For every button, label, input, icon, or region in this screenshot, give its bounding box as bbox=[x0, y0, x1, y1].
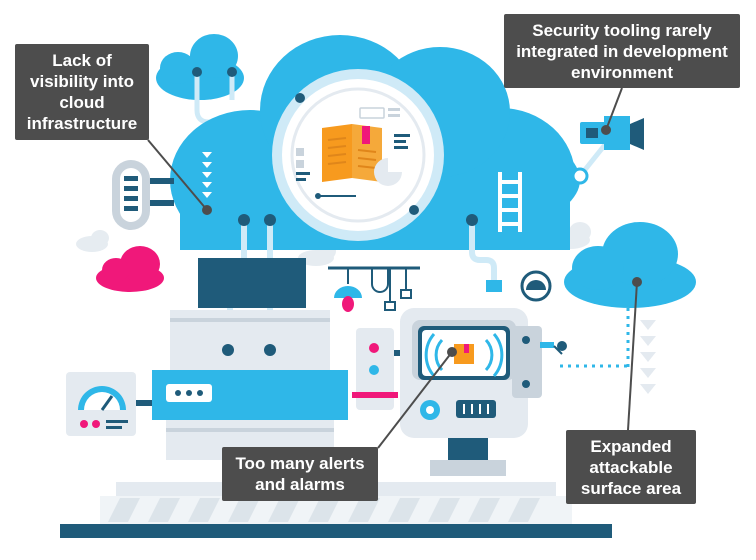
callout-security-tooling: Security tooling rarely integrated in de… bbox=[504, 14, 740, 88]
ladder-icon bbox=[498, 172, 522, 232]
small-cloud-left-grey bbox=[76, 230, 109, 252]
book-icon bbox=[322, 124, 382, 182]
cloud-icon-pink bbox=[96, 246, 164, 292]
callout-visibility-text: Lack of visibility into cloud infrastruc… bbox=[26, 51, 138, 133]
callout-attack-surface-text: Expanded attackable surface area bbox=[580, 436, 682, 498]
callout-attack-surface: Expanded attackable surface area bbox=[566, 430, 696, 504]
callout-visibility: Lack of visibility into cloud infrastruc… bbox=[15, 44, 149, 140]
gauge-icon bbox=[66, 372, 152, 436]
cloud-icon-top-left bbox=[156, 34, 244, 100]
lamp-icon bbox=[328, 266, 420, 312]
robot-machine bbox=[400, 308, 567, 476]
faint-chevrons-right bbox=[640, 320, 656, 394]
capsule-widget bbox=[112, 160, 174, 230]
porthole-decor bbox=[296, 107, 410, 199]
cloud-icon-right bbox=[564, 222, 696, 308]
callout-leaders bbox=[147, 87, 642, 449]
dotted-line-right bbox=[560, 308, 630, 368]
control-column bbox=[352, 328, 408, 410]
left-machine bbox=[152, 258, 348, 460]
callout-security-tooling-text: Security tooling rarely integrated in de… bbox=[516, 20, 728, 82]
callout-alerts: Too many alerts and alarms bbox=[222, 447, 378, 501]
gauge-small bbox=[520, 270, 552, 302]
callout-alerts-text: Too many alerts and alarms bbox=[235, 454, 365, 494]
chevron-stack bbox=[202, 152, 212, 198]
